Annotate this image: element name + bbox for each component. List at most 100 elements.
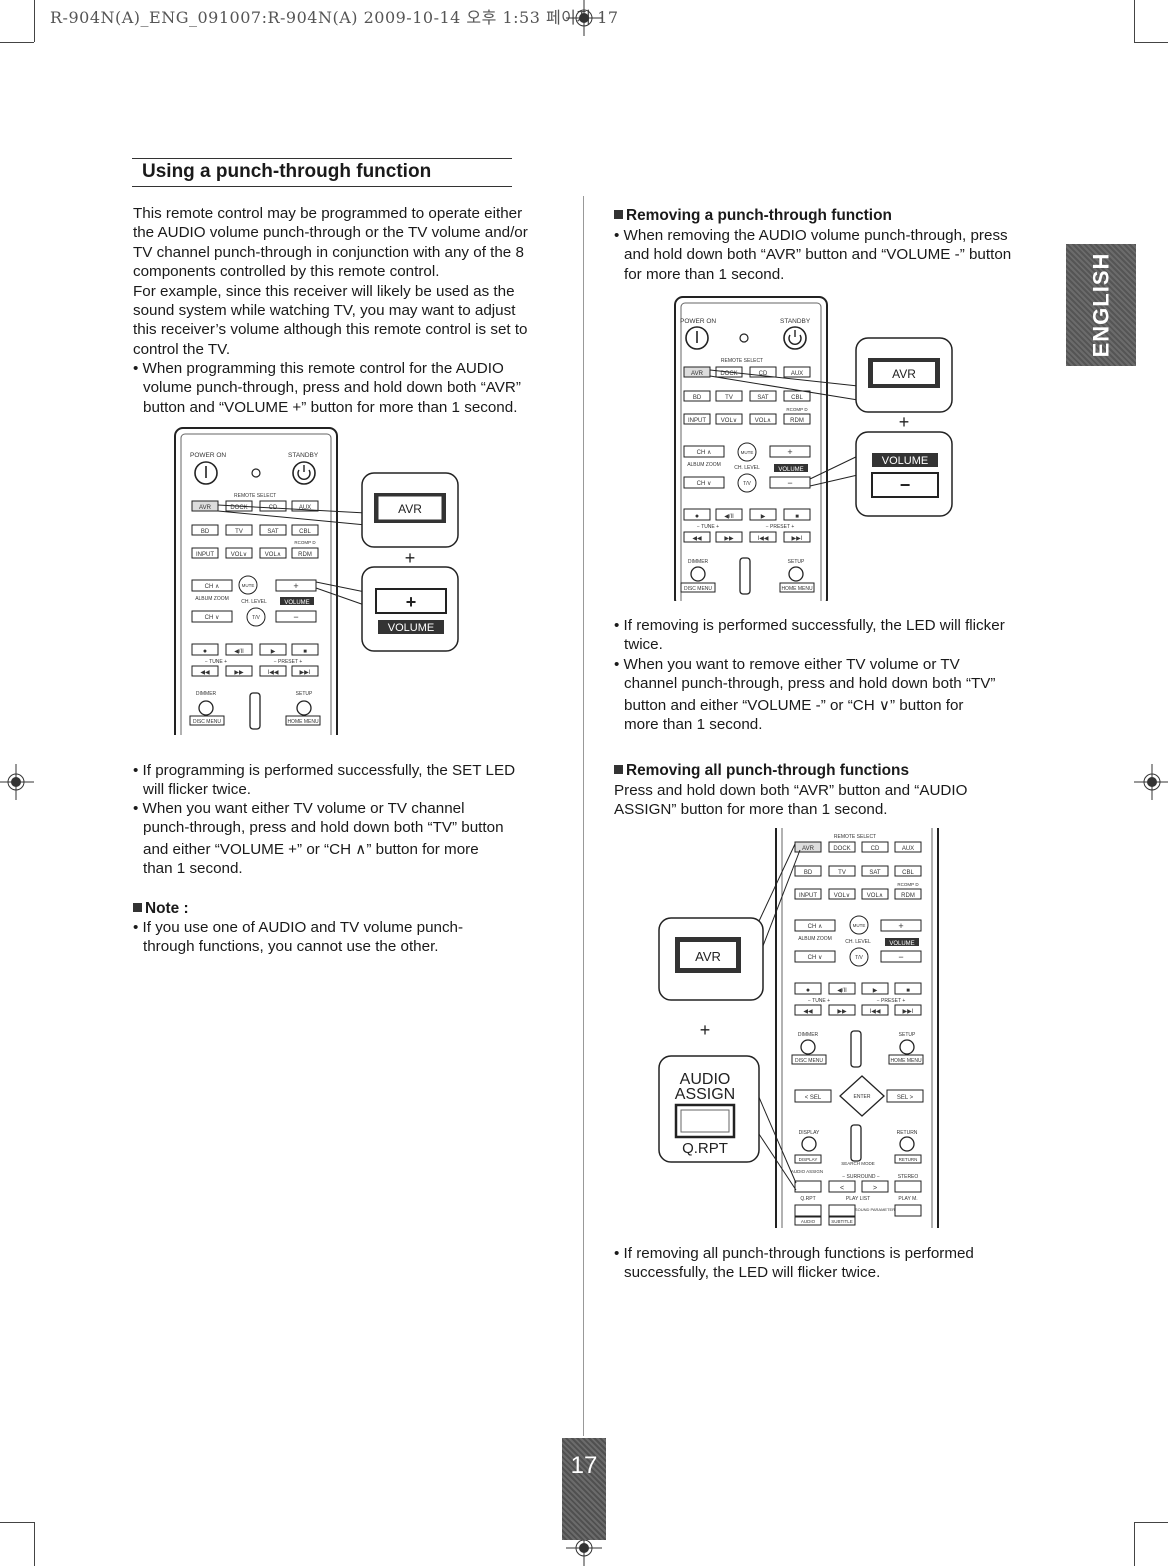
svg-text:AUDIO: AUDIO	[680, 1071, 731, 1088]
svg-text:POWER ON: POWER ON	[680, 318, 716, 325]
svg-text:▶▶I: ▶▶I	[792, 536, 803, 542]
bullet-programming: • When programming this remote control f…	[133, 360, 521, 416]
note-heading: Note :	[133, 900, 189, 918]
svg-text:CH. LEVEL: CH. LEVEL	[241, 599, 267, 605]
svg-text:POWER ON: POWER ON	[190, 452, 226, 459]
svg-text:DISC MENU: DISC MENU	[684, 586, 712, 592]
svg-text:MUTE: MUTE	[741, 450, 754, 455]
svg-text:BD: BD	[693, 395, 702, 401]
svg-text:AVR: AVR	[695, 949, 721, 964]
svg-text:−: −	[898, 952, 903, 962]
svg-text:− TUNE +: − TUNE +	[808, 998, 830, 1004]
svg-text:▶▶: ▶▶	[234, 670, 244, 676]
svg-text:TV: TV	[235, 529, 243, 535]
crop-mark	[1134, 1522, 1168, 1523]
svg-text:HOME MENU: HOME MENU	[890, 1058, 922, 1064]
svg-text:AUDIO: AUDIO	[801, 1219, 816, 1224]
svg-text:CH ∨: CH ∨	[808, 955, 823, 961]
svg-text:I◀◀: I◀◀	[758, 536, 769, 542]
svg-text:T/V: T/V	[252, 615, 260, 621]
remote-diagram-avr-volume-up: POWER ON STANDBY REMOTE SELECT AVR DOCK …	[174, 427, 459, 735]
svg-text:VOLUME: VOLUME	[889, 941, 914, 947]
registration-mark-icon	[1134, 764, 1168, 800]
svg-text:+: +	[293, 581, 298, 591]
svg-text:INPUT: INPUT	[688, 418, 706, 424]
svg-text:SAT: SAT	[267, 529, 279, 535]
removing-all-body: Press and hold down both “AVR” button an…	[614, 782, 968, 819]
svg-text:◀◀: ◀◀	[200, 670, 210, 676]
svg-text:VOLUME: VOLUME	[284, 600, 309, 606]
crop-mark	[34, 0, 35, 42]
note-body: • If you use one of AUDIO and TV volume …	[133, 919, 464, 956]
svg-text:RCOMP D: RCOMP D	[786, 407, 808, 412]
removing-all-heading: Removing all punch-through functions	[614, 762, 909, 780]
print-header: R-904N(A)_ENG_091007:R-904N(A) 2009-10-1…	[50, 8, 619, 27]
svg-text:SETUP: SETUP	[899, 1032, 916, 1038]
svg-text:RCOMP D: RCOMP D	[294, 540, 316, 545]
svg-text:AVR: AVR	[199, 505, 212, 511]
svg-text:DISPLAY: DISPLAY	[799, 1130, 820, 1136]
svg-text:DIMMER: DIMMER	[688, 559, 709, 565]
svg-text:ENTER: ENTER	[854, 1094, 871, 1100]
svg-text:RCOMP D: RCOMP D	[897, 882, 919, 887]
svg-text:■: ■	[303, 649, 307, 655]
svg-text:VOL∧: VOL∧	[265, 552, 281, 558]
svg-text:CBL: CBL	[902, 870, 914, 876]
svg-text:INPUT: INPUT	[196, 552, 214, 558]
svg-text:ALBUM ZOOM: ALBUM ZOOM	[798, 936, 832, 942]
svg-text:◀◀: ◀◀	[692, 536, 702, 542]
svg-text:REMOTE SELECT: REMOTE SELECT	[234, 493, 276, 499]
svg-text:−: −	[293, 612, 298, 622]
crop-mark	[34, 1522, 35, 1566]
svg-text:AUX: AUX	[791, 371, 803, 377]
svg-text:I◀◀: I◀◀	[268, 670, 279, 676]
registration-mark-icon	[0, 764, 34, 800]
svg-text:STANDBY: STANDBY	[288, 452, 319, 459]
page-number: 17	[562, 1438, 606, 1540]
svg-text:TV: TV	[725, 395, 733, 401]
svg-text:▶▶: ▶▶	[837, 1009, 847, 1015]
svg-text:REMOTE SELECT: REMOTE SELECT	[834, 834, 876, 840]
svg-text:VOL∨: VOL∨	[721, 418, 737, 424]
svg-text:VOLUME: VOLUME	[882, 455, 928, 467]
svg-text:SAT: SAT	[757, 395, 769, 401]
svg-text:+: +	[787, 447, 792, 457]
svg-text:CH ∧: CH ∧	[697, 450, 712, 456]
svg-text:RETURN: RETURN	[897, 1130, 918, 1136]
svg-text:+: +	[898, 921, 903, 931]
svg-text:Q.RPT: Q.RPT	[682, 1140, 728, 1157]
svg-text:■: ■	[906, 988, 910, 994]
svg-text:STEREO: STEREO	[898, 1174, 919, 1180]
svg-text:CBL: CBL	[299, 529, 311, 535]
svg-text:CBL: CBL	[791, 395, 803, 401]
svg-text:CH ∨: CH ∨	[697, 481, 712, 487]
svg-text:RDM: RDM	[298, 552, 312, 558]
svg-text:ALBUM ZOOM: ALBUM ZOOM	[195, 596, 229, 602]
svg-text:CH ∧: CH ∧	[205, 584, 220, 590]
svg-text:◀/II: ◀/II	[724, 514, 734, 520]
svg-text:CD: CD	[759, 371, 768, 377]
svg-text:DOCK: DOCK	[833, 846, 850, 852]
svg-text:I◀◀: I◀◀	[870, 1009, 881, 1015]
svg-text:HOME MENU: HOME MENU	[287, 719, 319, 725]
crop-mark	[1134, 0, 1135, 42]
svg-text:AVR: AVR	[892, 367, 916, 381]
svg-text:−: −	[900, 475, 911, 495]
svg-text:MUTE: MUTE	[242, 583, 255, 588]
svg-text:●: ●	[806, 987, 810, 994]
removing-success: • If removing is performed successfully,…	[614, 617, 1005, 654]
crop-mark	[1134, 42, 1168, 43]
svg-text:RDM: RDM	[901, 893, 915, 899]
svg-text:ASSIGN: ASSIGN	[675, 1086, 735, 1103]
svg-text:+: +	[700, 1020, 711, 1040]
removing-all-success: • If removing all punch-through function…	[614, 1245, 974, 1282]
svg-text:INPUT: INPUT	[799, 893, 817, 899]
svg-text:DOCK: DOCK	[230, 505, 247, 511]
bullet-tv-punch: • When you want either TV volume or TV c…	[133, 800, 504, 878]
svg-text:▶▶I: ▶▶I	[903, 1009, 914, 1015]
column-divider	[583, 196, 584, 1436]
svg-text:SUBTITLE: SUBTITLE	[831, 1219, 853, 1224]
standby-icon	[783, 326, 807, 350]
svg-text:>: >	[873, 1185, 877, 1192]
led-indicator	[251, 468, 261, 478]
